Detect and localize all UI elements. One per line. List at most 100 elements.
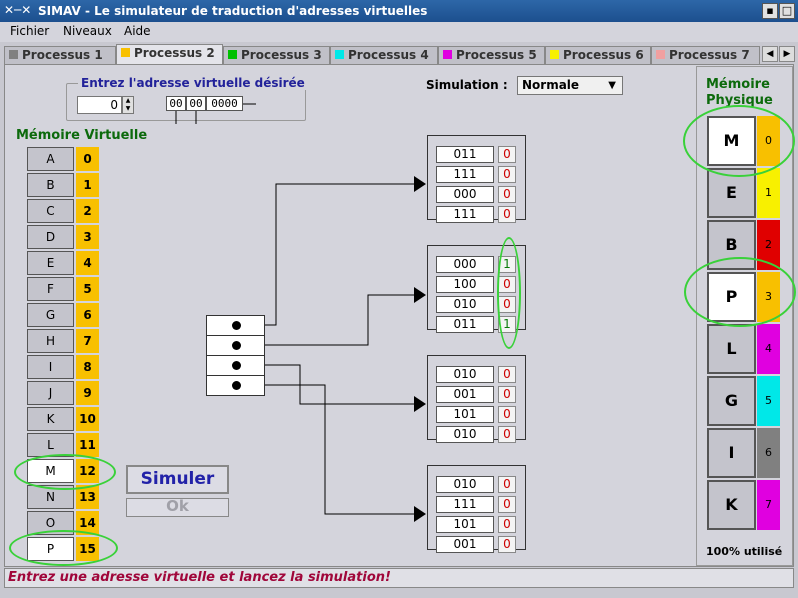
presence-bit: 0 (498, 476, 516, 493)
address-segment-page: 00 (186, 96, 206, 111)
tab-scroll-right-icon[interactable]: ▶ (779, 46, 795, 62)
virtual-page: H (27, 329, 74, 353)
highlight-ring (14, 454, 116, 490)
virtual-memory-title: Mémoire Virtuelle (16, 128, 148, 143)
simulation-select[interactable]: Normale ▼ (517, 76, 623, 95)
virtual-page: E (27, 251, 74, 275)
virtual-page-number: 5 (76, 277, 99, 301)
virtual-page: A (27, 147, 74, 171)
title-bar: ✕─✕ SIMAV - Le simulateur de traduction … (0, 0, 798, 22)
tab-process-6[interactable]: Processus 6 (545, 46, 651, 64)
page-table-frame: 011 (436, 316, 494, 333)
virtual-page-number: 14 (76, 511, 99, 535)
virtual-page-number: 8 (76, 355, 99, 379)
presence-bit: 0 (498, 146, 516, 163)
page-table-frame: 010 (436, 476, 494, 493)
tab-color-swatch (9, 50, 18, 59)
highlight-ring (9, 530, 118, 566)
simulate-button[interactable]: Simuler (126, 465, 229, 494)
menu-fichier[interactable]: Fichier (10, 24, 50, 38)
highlight-ring (497, 237, 521, 349)
tab-color-swatch (443, 50, 452, 59)
tab-color-swatch (121, 48, 130, 57)
address-segment-dir: 00 (166, 96, 186, 111)
page-table-frame: 010 (436, 366, 494, 383)
presence-bit: 0 (498, 186, 516, 203)
tab-label: Processus 4 (348, 48, 429, 62)
presence-bit: 0 (498, 166, 516, 183)
window-title: SIMAV - Le simulateur de traduction d'ad… (38, 4, 428, 18)
simulation-label: Simulation : (426, 78, 508, 92)
tab-label: Processus 2 (134, 46, 215, 60)
minimize-button[interactable]: ▪ (762, 3, 778, 19)
virtual-page-number: 4 (76, 251, 99, 275)
page-table-frame: 111 (436, 166, 494, 183)
tab-process-7[interactable]: Processus 7 (651, 46, 760, 64)
page-table-frame: 111 (436, 496, 494, 513)
directory-entry (206, 335, 265, 356)
simulation-select-value: Normale (522, 78, 580, 92)
virtual-page: B (27, 173, 74, 197)
physical-frame-number: 1 (757, 168, 780, 218)
physical-frame-number: 6 (757, 428, 780, 478)
presence-bit: 0 (498, 516, 516, 533)
page-table-frame: 101 (436, 406, 494, 423)
menu-bar: Fichier Niveaux Aide (0, 22, 798, 42)
pointer-dot (232, 361, 241, 370)
page-table-frame: 010 (436, 296, 494, 313)
physical-frame: L (707, 324, 756, 374)
pointer-dot (232, 381, 241, 390)
virtual-page: I (27, 355, 74, 379)
virtual-page-number: 13 (76, 485, 99, 509)
page-table-frame: 000 (436, 256, 494, 273)
presence-bit: 0 (498, 426, 516, 443)
tab-color-swatch (228, 50, 237, 59)
process-tabs: Processus 1 Processus 2 Processus 3 Process… (0, 44, 798, 64)
virtual-page: D (27, 225, 74, 249)
physical-frame-number: 4 (757, 324, 780, 374)
tab-color-swatch (550, 50, 559, 59)
physical-frame: K (707, 480, 756, 530)
ok-button[interactable]: Ok (126, 498, 229, 517)
presence-bit: 0 (498, 386, 516, 403)
pointer-dot (232, 341, 241, 350)
virtual-page: F (27, 277, 74, 301)
physical-frame-number: 5 (757, 376, 780, 426)
tab-process-5[interactable]: Processus 5 (438, 46, 545, 64)
presence-bit: 0 (498, 366, 516, 383)
tab-color-swatch (335, 50, 344, 59)
tab-process-3[interactable]: Processus 3 (223, 46, 330, 64)
tab-label: Processus 7 (669, 48, 750, 62)
tab-process-1[interactable]: Processus 1 (4, 46, 116, 64)
virtual-page-number: 2 (76, 199, 99, 223)
page-table-frame: 001 (436, 536, 494, 553)
address-segment-offset: 0000 (206, 96, 243, 111)
page-table-frame: 011 (436, 146, 494, 163)
directory-entry (206, 375, 265, 396)
address-legend: Entrez l'adresse virtuelle désirée (78, 76, 308, 90)
chevron-down-icon: ▼ (608, 80, 616, 91)
memory-usage: 100% utilisé (706, 545, 783, 558)
virtual-page-number: 11 (76, 433, 99, 457)
pointer-dot (232, 321, 241, 330)
highlight-ring (683, 105, 795, 177)
spinner-arrows-icon[interactable]: ▲▼ (122, 96, 134, 114)
physical-frame-number: 7 (757, 480, 780, 530)
maximize-button[interactable]: □ (779, 3, 795, 19)
tab-process-2[interactable]: Processus 2 (116, 44, 223, 64)
tab-process-4[interactable]: Processus 4 (330, 46, 438, 64)
virtual-page-number: 6 (76, 303, 99, 327)
physical-frame: G (707, 376, 756, 426)
address-spinner-input[interactable]: 0 (77, 96, 122, 114)
presence-bit: 0 (498, 206, 516, 223)
presence-bit: 0 (498, 406, 516, 423)
tab-scroll-left-icon[interactable]: ◀ (762, 46, 778, 62)
menu-niveaux[interactable]: Niveaux (63, 24, 112, 38)
virtual-page-number: 7 (76, 329, 99, 353)
menu-aide[interactable]: Aide (124, 24, 151, 38)
presence-bit: 0 (498, 496, 516, 513)
virtual-page: J (27, 381, 74, 405)
